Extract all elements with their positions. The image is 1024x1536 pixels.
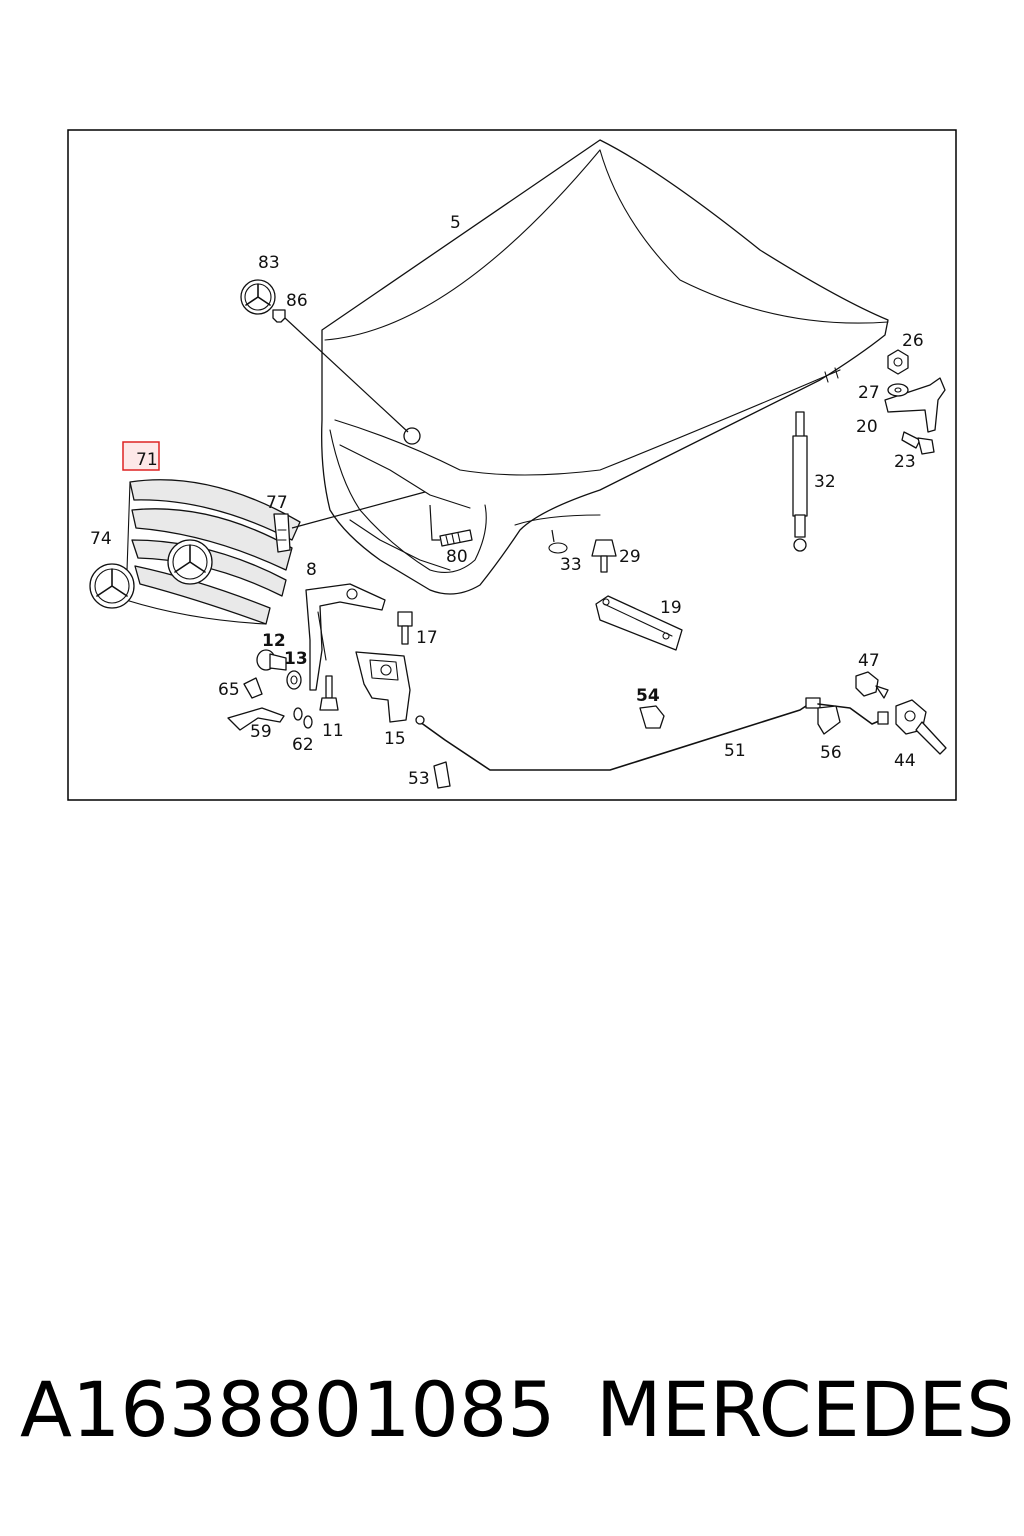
callout-13: 13 [284,649,308,669]
clip-65 [243,677,263,699]
callout-8: 8 [306,560,317,580]
cable-holder [817,703,889,735]
callout-71: 71 [136,450,158,470]
callout-62: 62 [292,735,314,755]
callout-56: 56 [820,743,842,763]
callout-65: 65 [218,680,240,700]
callout-27: 27 [858,383,880,403]
callout-5: 5 [450,213,461,233]
callout-77: 77 [266,493,288,513]
callout-17: 17 [416,628,438,648]
hood-panel [321,139,889,595]
cable-clip [433,761,451,789]
callout-33: 33 [560,555,582,575]
callout-12: 12 [262,631,286,651]
callout-32: 32 [814,472,836,492]
callout-20: 20 [856,417,878,437]
release-lever [227,707,285,731]
callout-29: 29 [619,547,641,567]
screw-12 [256,649,287,671]
callout-59: 59 [250,722,272,742]
hinge-screw [901,431,935,455]
rubber-seal [548,542,568,554]
callout-74: 74 [90,529,112,549]
leader-line-86 [284,317,409,433]
leader-line-77 [291,491,426,529]
diagram-frame [67,129,957,801]
highlight-box-71 [122,441,160,471]
rubber-buffer [591,539,617,573]
emblem-screw [272,309,286,323]
cable-end-54 [639,705,665,729]
screw-11 [319,675,339,711]
callout-44: 44 [894,751,916,771]
hood-lock [355,651,411,723]
release-handle [895,699,947,755]
callout-26: 26 [902,331,924,351]
hood-bolt [439,529,473,547]
leader-line-33 [551,529,555,543]
brand-label: MERCEDES [596,1365,1015,1454]
nut-47 [855,671,889,699]
callout-15: 15 [384,729,406,749]
callout-83: 83 [258,253,280,273]
latch-bracket [595,595,683,651]
callout-86: 86 [286,291,308,311]
grille-star-emblem [89,563,135,609]
part-number-label: A1638801085 [20,1365,556,1454]
callout-23: 23 [894,452,916,472]
radiator-grille [125,479,301,625]
hinge-washer [887,383,909,397]
release-cable [415,697,821,771]
hood-star-emblem [240,279,276,315]
callout-19: 19 [660,598,682,618]
callout-51: 51 [724,741,746,761]
grille-clip [273,513,291,553]
callout-11: 11 [322,721,344,741]
hood-hinge [884,377,946,433]
small-clip-62 [293,707,313,729]
leader-line-80 [429,504,440,541]
washer-13 [286,670,302,690]
lock-support-bracket [305,583,386,691]
hinge-nut [887,349,909,375]
callout-80: 80 [446,547,468,567]
exploded-parts-diagram: 5 83 86 26 27 20 23 32 71 74 77 80 33 29… [67,129,957,801]
callout-54: 54 [636,686,660,706]
bolt-17 [397,611,413,645]
callout-53: 53 [408,769,430,789]
callout-47: 47 [858,651,880,671]
gas-strut [792,411,808,552]
